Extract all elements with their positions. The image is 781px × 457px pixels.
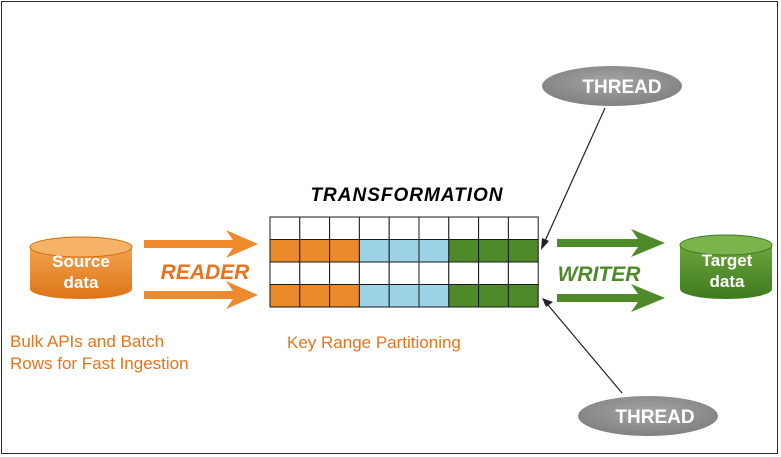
thread-bottom-arrowhead [542,298,553,307]
grid-cell-white [269,216,301,240]
partition-grid [269,216,539,308]
grid-cell-white [299,261,331,285]
grid-cell-white [329,261,360,285]
grid-cell-white [507,261,539,285]
thread-top-connector [544,107,606,242]
grid-cell-blue [418,239,450,263]
grid-cell-orange [299,284,331,308]
grid-cell-green [507,239,539,263]
grid-cell-blue [358,239,390,263]
grid-cell-white [448,216,480,240]
grid-cell-white [507,216,539,240]
grid-cell-white [299,216,331,240]
grid-cell-white [478,216,509,240]
grid-cell-orange [269,284,301,308]
grid-cell-green [478,284,509,308]
grid-cell-white [388,216,420,240]
reader-label: READER [161,261,251,284]
grid-cell-orange [269,239,301,263]
thread-top-arrowhead [541,238,549,250]
grid-cell-green [507,284,539,308]
grid-cell-green [478,239,509,263]
source-label-line2: data [64,273,100,292]
grid-cell-white [269,261,301,285]
grid-cell-blue [418,284,450,308]
writer-arrow-bottom [557,284,665,312]
thread-bottom-bubble: THREAD [578,396,718,436]
target-label-line2: data [710,272,746,291]
grid-cell-green [448,239,480,263]
grid-cell-white [418,261,450,285]
bulk-ingestion-caption: Bulk APIs and Batch Rows for Fast Ingest… [10,332,189,373]
grid-cell-white [478,261,509,285]
grid-cell-blue [358,284,390,308]
grid-cell-white [418,216,450,240]
reader-arrows [144,230,258,309]
source-label-line1: Source [52,252,110,271]
writer-arrows [557,229,665,312]
grid-cell-white [448,261,480,285]
source-data-cylinder: Source data [29,236,133,299]
grid-cell-green [448,284,480,308]
thread-bottom-connector [547,304,623,394]
grid-cell-white [388,261,420,285]
grid-cell-white [329,216,360,240]
grid-cell-orange [329,284,360,308]
grid-cell-orange [329,239,360,263]
writer-arrow-top [557,229,665,257]
thread-top-bubble: THREAD [542,66,682,106]
grid-cell-white [358,216,390,240]
reader-arrow-top [144,230,258,258]
thread-bottom-label: THREAD [615,407,694,428]
grid-cell-white [358,261,390,285]
thread-top-label: THREAD [582,77,661,98]
reader-arrow-bottom [144,281,258,309]
target-label-line1: Target [702,251,753,270]
target-data-cylinder: Target data [679,234,773,299]
grid-cell-blue [388,284,420,308]
transformation-title: TRANSFORMATION [310,185,503,206]
key-range-partitioning-caption: Key Range Partitioning [287,333,461,352]
grid-cell-orange [299,239,331,263]
thread-connectors [541,107,623,394]
grid-cell-blue [388,239,420,263]
writer-label: WRITER [558,263,642,286]
